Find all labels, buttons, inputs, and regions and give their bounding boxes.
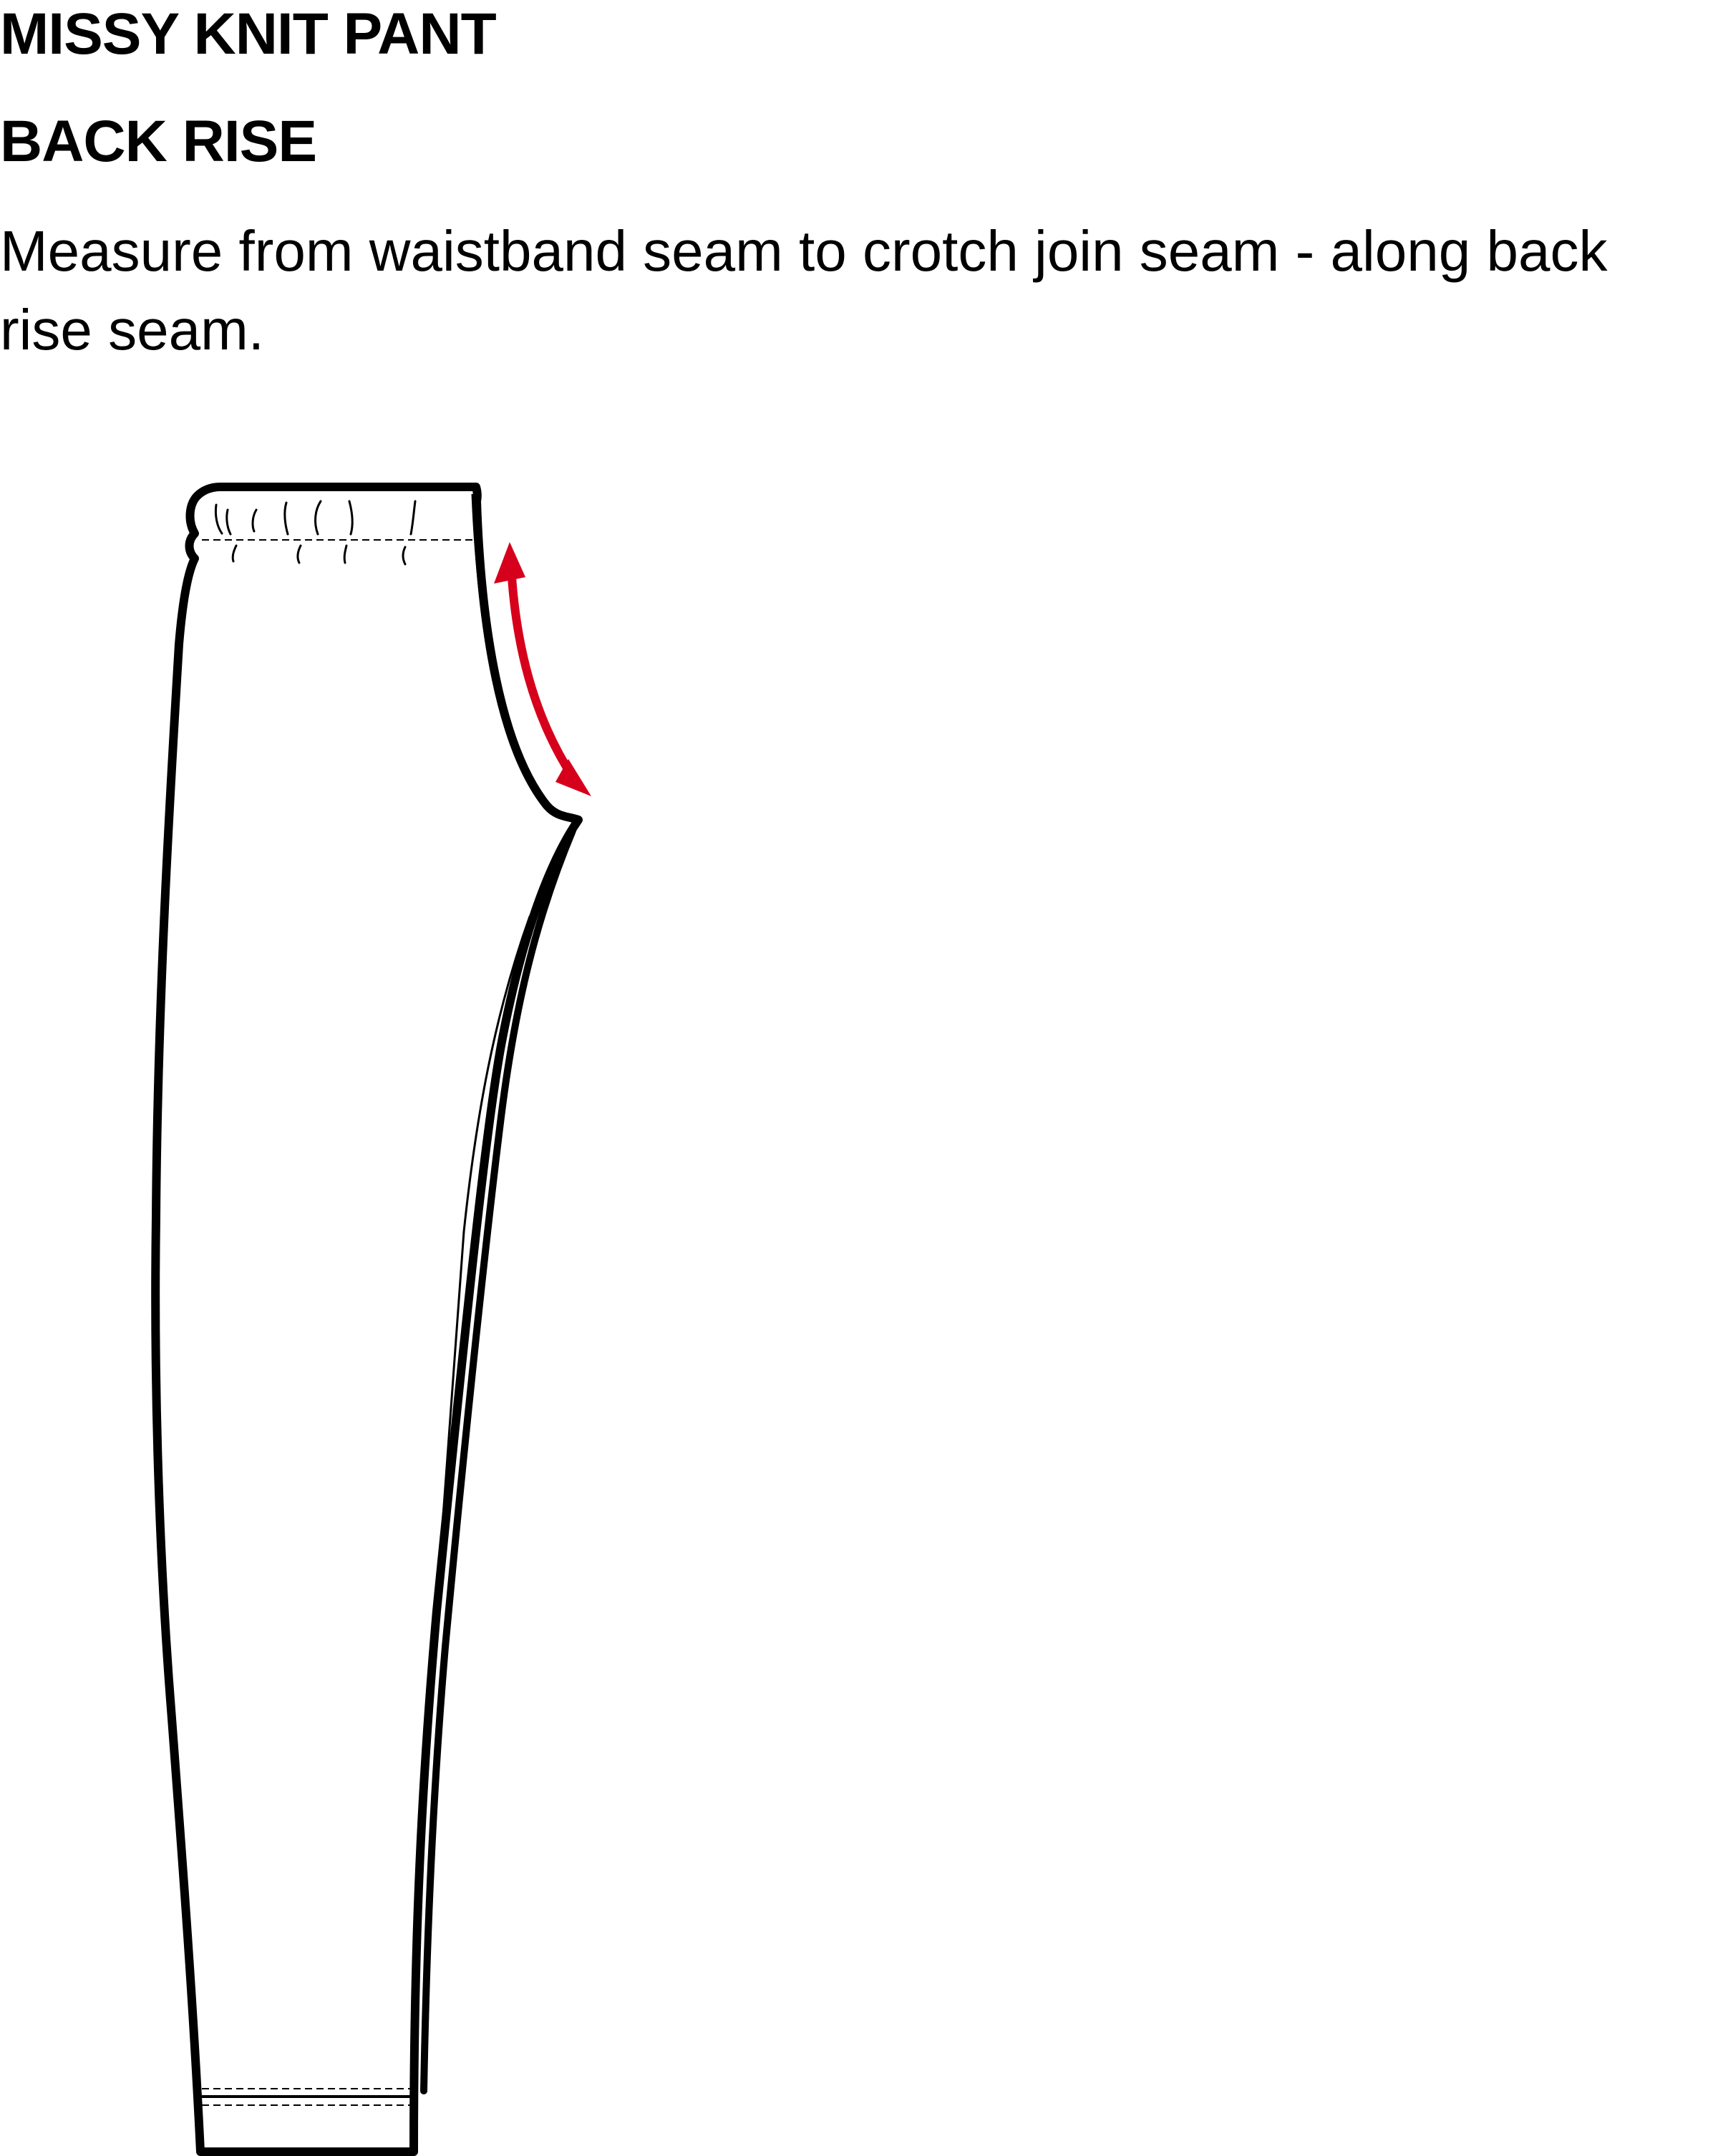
gather-mark bbox=[348, 500, 354, 536]
gather-mark bbox=[231, 544, 238, 563]
gather-mark bbox=[314, 500, 322, 536]
waistband-gathers bbox=[214, 500, 417, 566]
measurement-instructions: Measure from waistband seam to crotch jo… bbox=[0, 219, 1608, 362]
gather-mark bbox=[283, 501, 289, 536]
measurement-name: BACK RISE bbox=[0, 109, 317, 174]
measure-arrow-head-top bbox=[494, 542, 525, 584]
inseam-line-thick bbox=[420, 827, 576, 2094]
measure-arrow-head-bottom bbox=[555, 759, 591, 796]
page-title: MISSY KNIT PANT bbox=[0, 1, 497, 67]
back-rise-seam-line bbox=[471, 493, 543, 800]
gather-mark bbox=[251, 508, 258, 533]
gather-mark bbox=[409, 500, 417, 536]
pant-outline bbox=[151, 483, 583, 2156]
gather-mark bbox=[214, 503, 223, 535]
back-rise-measure-arrow bbox=[494, 542, 591, 796]
gather-mark bbox=[343, 544, 348, 564]
gather-mark bbox=[402, 546, 407, 566]
measure-arrow-shaft bbox=[507, 561, 577, 781]
gather-mark bbox=[296, 544, 302, 564]
inseam-line-thin bbox=[424, 915, 531, 1763]
gather-mark bbox=[225, 508, 232, 536]
